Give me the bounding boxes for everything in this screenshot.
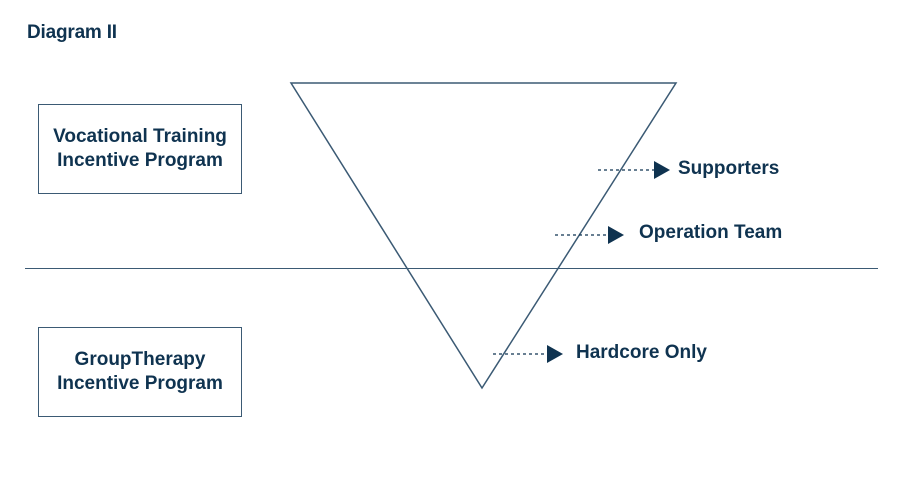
vocational-training-line1: Vocational Training xyxy=(53,126,227,147)
group-therapy-line1: GroupTherapy xyxy=(74,349,206,370)
level-operation-team: Operation Team xyxy=(639,222,783,243)
level-supporters: Supporters xyxy=(678,158,780,179)
operation-team-arrow-icon xyxy=(608,226,624,244)
group-therapy-box: GroupTherapy Incentive Program xyxy=(38,327,242,417)
section-divider xyxy=(25,268,878,269)
level-hardcore-only: Hardcore Only xyxy=(576,342,707,363)
vocational-training-box: Vocational Training Incentive Program xyxy=(38,104,242,194)
vocational-training-line2: Incentive Program xyxy=(57,150,223,171)
diagram-title: Diagram II xyxy=(27,22,117,43)
group-therapy-line2: Incentive Program xyxy=(57,373,223,394)
hardcore-only-arrow-icon xyxy=(547,345,563,363)
supporters-arrow-icon xyxy=(654,161,670,179)
